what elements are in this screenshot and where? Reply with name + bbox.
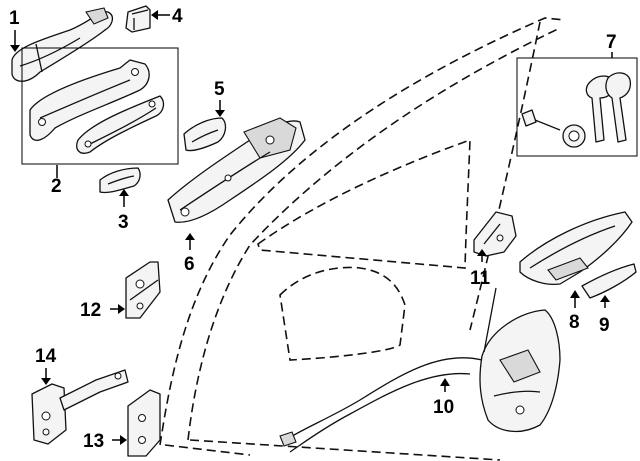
callout-8: 8	[569, 312, 580, 333]
door-outline	[159, 17, 566, 461]
handle-bezel-part	[99, 167, 141, 194]
handle-frame-part	[29, 59, 165, 154]
callout-11: 11	[470, 268, 491, 289]
door-window-frame	[257, 138, 471, 269]
door-inner-panel-opening	[279, 266, 406, 361]
callout-6: 6	[184, 254, 195, 275]
callout-12: 12	[80, 300, 101, 321]
door-striker-part	[125, 261, 161, 319]
callout-1: 1	[9, 8, 20, 29]
door-check-strap-part	[31, 369, 129, 445]
callout-leaders	[10, 10, 613, 445]
callout-3: 3	[118, 212, 129, 233]
handle-cap-part	[125, 5, 151, 33]
callout-10: 10	[433, 397, 454, 418]
handle-bracket-part	[167, 117, 306, 223]
door-hinge-part	[127, 389, 161, 457]
callout-14: 14	[35, 346, 57, 367]
callout-2: 2	[51, 176, 62, 197]
handle-gasket-part	[183, 117, 227, 152]
callout-7: 7	[606, 32, 617, 53]
inside-door-handle-part	[519, 211, 633, 286]
callout-labels: 1 4 2 3 5 6 7 8 9 10 11 12 13 14	[9, 6, 617, 452]
callout-4: 4	[172, 6, 183, 27]
part-7-group-box	[516, 57, 638, 157]
callout-9: 9	[599, 315, 610, 336]
callout-13: 13	[83, 431, 104, 452]
lock-cylinder-and-keys-part	[521, 72, 632, 148]
outer-door-handle-part	[11, 7, 114, 82]
callout-5: 5	[214, 79, 225, 100]
lock-bracket-part	[473, 211, 517, 257]
inside-handle-cover-part	[581, 263, 637, 299]
door-lock-actuator-part	[279, 287, 561, 453]
part-2-group-box	[21, 47, 179, 165]
